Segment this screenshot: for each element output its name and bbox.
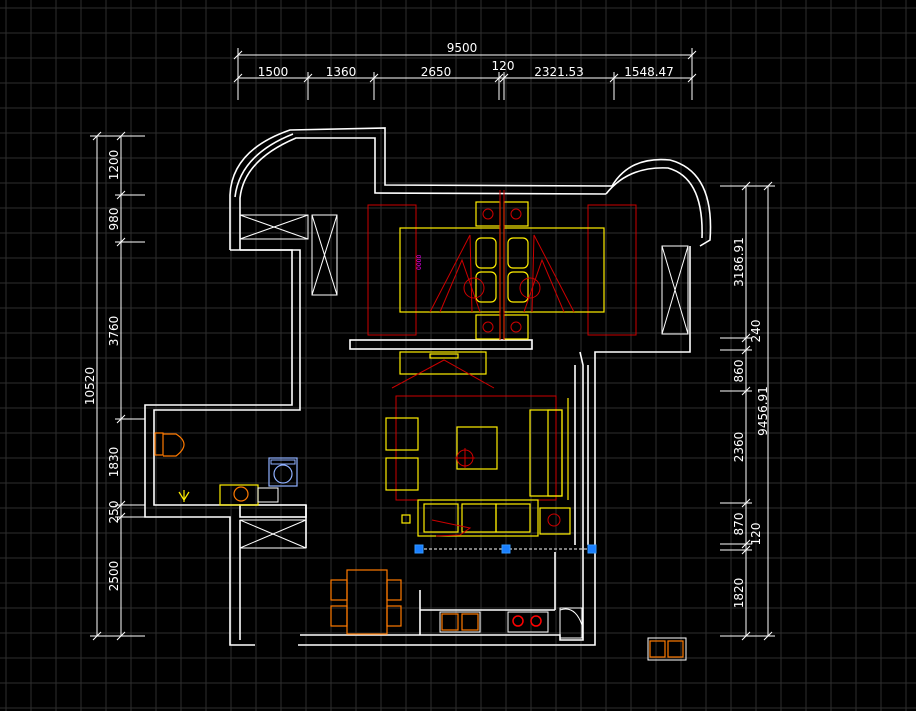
dim-overall-width: 9500 xyxy=(447,41,478,55)
sink[interactable] xyxy=(219,484,279,506)
dim-right-seg-4: 2360 xyxy=(732,432,746,463)
dim-right-seg-6: 120 xyxy=(749,523,763,546)
bathroom-fixtures[interactable] xyxy=(154,432,298,506)
stove[interactable] xyxy=(507,611,549,633)
closet-units[interactable] xyxy=(239,214,689,549)
living-room-furniture[interactable] xyxy=(385,395,571,537)
dim-left-seg-1: 1200 xyxy=(107,150,121,181)
dim-top-seg-2: 1360 xyxy=(326,65,357,79)
top-dimension-chain[interactable]: 9500 1500 1360 2650 120 2321.53 1548.47 xyxy=(233,41,697,100)
dim-right-seg-5: 870 xyxy=(732,513,746,536)
dim-left-seg-5: 250 xyxy=(107,501,121,524)
right-dimension-chain[interactable]: 9456.91 3186.91 240 860 2360 870 120 182… xyxy=(720,181,775,641)
dim-left-seg-3: 3760 xyxy=(107,316,121,347)
closet-lower-left[interactable] xyxy=(239,519,307,549)
double-sink-block[interactable] xyxy=(647,637,687,661)
kitchen-fixtures[interactable] xyxy=(439,611,687,661)
dim-top-seg-4: 120 xyxy=(492,59,515,73)
dim-left-seg-2: 980 xyxy=(107,208,121,231)
grip-right[interactable] xyxy=(587,544,597,554)
dim-left-seg-6: 2500 xyxy=(107,561,121,592)
floor-plan-walls[interactable] xyxy=(144,127,712,646)
selected-line[interactable] xyxy=(414,544,597,554)
dim-right-seg-3: 860 xyxy=(732,360,746,383)
washing-machine[interactable] xyxy=(268,457,298,487)
closet-top-left[interactable] xyxy=(239,214,309,240)
tiny-magenta-label: 0000 xyxy=(416,255,423,270)
kitchen-sink[interactable] xyxy=(439,611,481,633)
dim-right-seg-1: 3186.91 xyxy=(732,237,746,287)
dim-right-seg-2: 240 xyxy=(749,320,763,343)
grip-middle[interactable] xyxy=(501,544,511,554)
bedroom-furniture[interactable]: 0000 xyxy=(367,190,637,340)
tv-cabinet[interactable] xyxy=(391,351,495,389)
dim-overall-right: 9456.91 xyxy=(756,386,770,436)
dim-top-seg-6: 1548.47 xyxy=(624,65,674,79)
closet-tall-left[interactable] xyxy=(311,214,338,296)
left-dimension-chain[interactable]: 10520 1200 980 3760 1830 250 2500 xyxy=(83,131,145,641)
grip-left[interactable] xyxy=(414,544,424,554)
closet-right[interactable] xyxy=(661,245,689,335)
dim-top-seg-5: 2321.53 xyxy=(534,65,584,79)
plant-decor xyxy=(178,490,190,502)
dim-right-seg-7: 1820 xyxy=(732,578,746,609)
toilet[interactable] xyxy=(154,432,185,457)
dim-top-seg-1: 1500 xyxy=(258,65,289,79)
dim-top-seg-3: 2650 xyxy=(421,65,452,79)
dim-left-seg-4: 1830 xyxy=(107,447,121,478)
dim-overall-height: 10520 xyxy=(83,367,97,405)
dining-set[interactable] xyxy=(330,569,402,635)
